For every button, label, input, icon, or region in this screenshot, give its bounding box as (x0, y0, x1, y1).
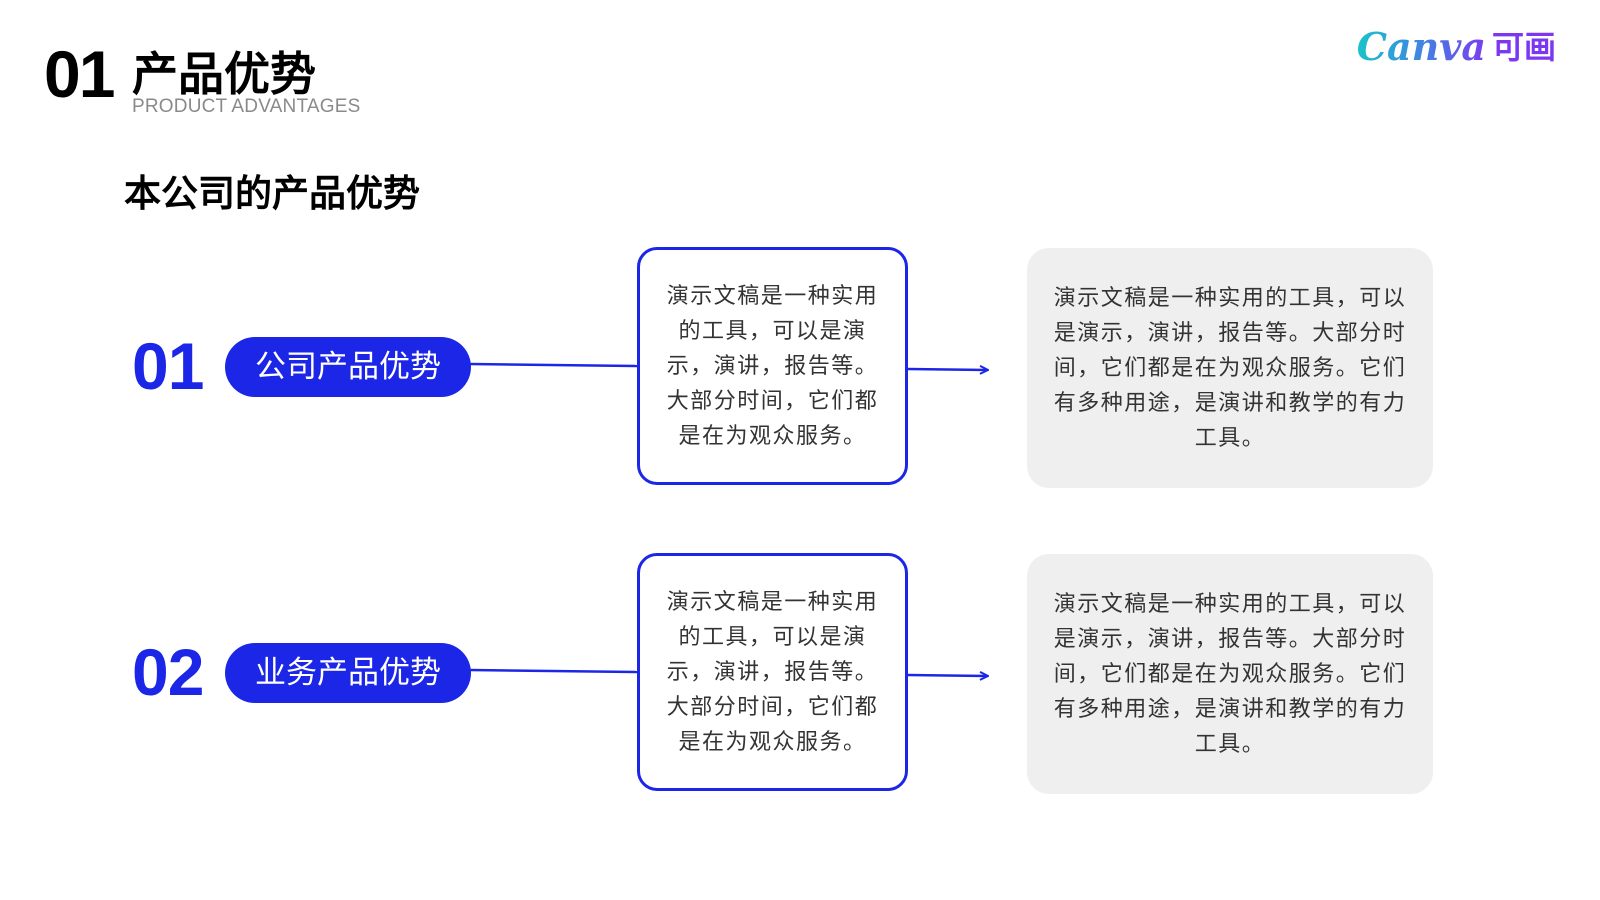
section-title: 本公司的产品优势 (124, 172, 420, 215)
summary-text: 演示文稿是一种实用的工具，可以是演示，演讲，报告等。大部分时间，它们都是在为观众… (666, 589, 879, 755)
advantage-row: 02 业务产品优势 演示文稿是一种实用的工具，可以是演示，演讲，报告等。大部分时… (0, 552, 1600, 802)
detail-box: 演示文稿是一种实用的工具，可以是演示，演讲，报告等。大部分时间，它们都是在为观众… (1027, 554, 1433, 794)
canva-logo: Canva 可画 (1357, 22, 1556, 72)
connector-lines (469, 362, 1600, 496)
row-number: 01 (132, 329, 204, 403)
detail-text: 演示文稿是一种实用的工具，可以是演示，演讲，报告等。大部分时间，它们都是在为观众… (1053, 591, 1407, 757)
page-title: 产品优势 (132, 47, 316, 101)
connector-lines (469, 668, 1600, 802)
row-number: 02 (132, 635, 204, 709)
pill-to-box-line (469, 668, 638, 674)
page-subtitle: PRODUCT ADVANTAGES (132, 96, 361, 117)
row-label-pill: 公司产品优势 (225, 337, 471, 397)
row-label-pill: 业务产品优势 (225, 643, 471, 703)
logo-wordmark: Canva (1357, 22, 1486, 72)
header-number: 01 (44, 37, 115, 111)
detail-text: 演示文稿是一种实用的工具，可以是演示，演讲，报告等。大部分时间，它们都是在为观众… (1053, 285, 1407, 451)
summary-text: 演示文稿是一种实用的工具，可以是演示，演讲，报告等。大部分时间，它们都是在为观众… (666, 283, 879, 449)
detail-box: 演示文稿是一种实用的工具，可以是演示，演讲，报告等。大部分时间，它们都是在为观众… (1027, 248, 1433, 488)
advantage-row: 01 公司产品优势 演示文稿是一种实用的工具，可以是演示，演讲，报告等。大部分时… (0, 246, 1600, 496)
pill-to-box-line (469, 362, 638, 368)
summary-box: 演示文稿是一种实用的工具，可以是演示，演讲，报告等。大部分时间，它们都是在为观众… (637, 247, 908, 485)
logo-chinese: 可画 (1491, 28, 1556, 66)
arrow-line (907, 675, 987, 676)
arrow-line (907, 369, 987, 370)
summary-box: 演示文稿是一种实用的工具，可以是演示，演讲，报告等。大部分时间，它们都是在为观众… (637, 553, 908, 791)
